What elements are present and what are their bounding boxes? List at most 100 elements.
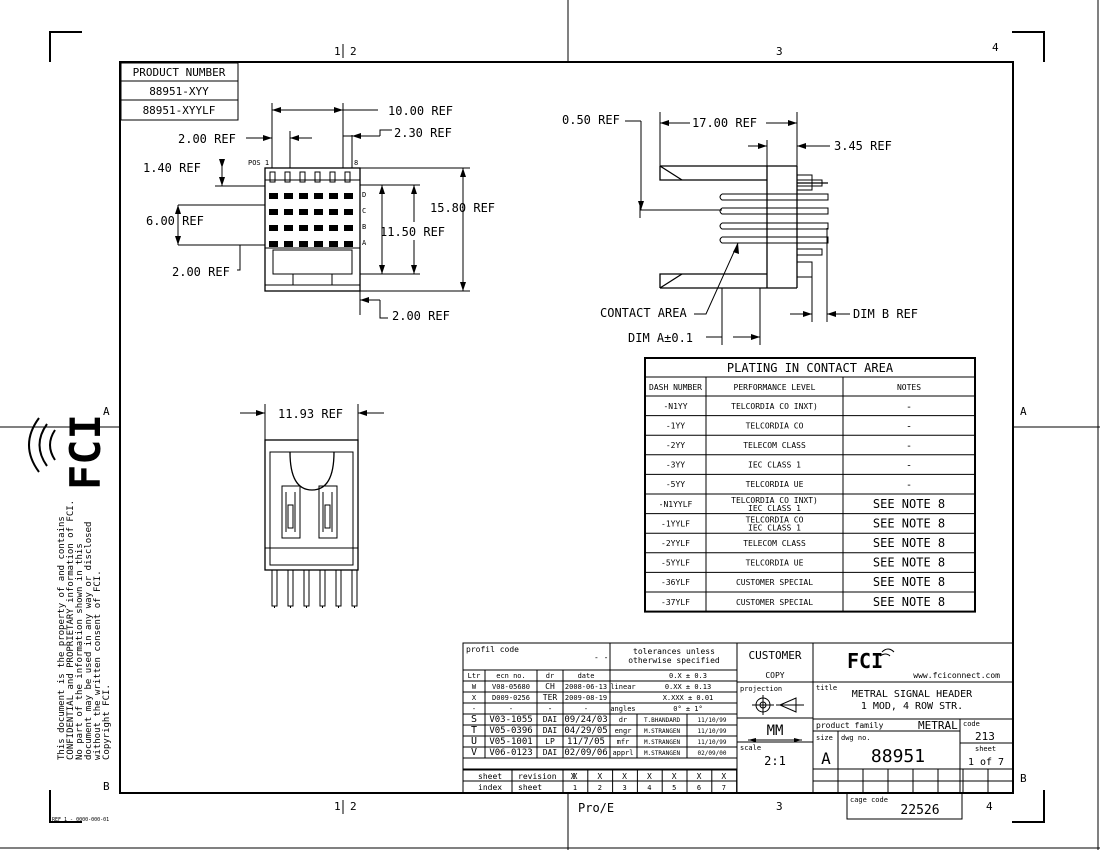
- rev-ecn: D009-0256: [492, 694, 530, 702]
- index-row-label: index: [478, 783, 502, 792]
- small-ref: REF 1 - 0000-000-01: [52, 817, 109, 823]
- projection-label: projection: [740, 685, 782, 693]
- pos1-label: POS 1: [248, 159, 269, 167]
- plating-row-perf: TELCORDIA CO: [746, 515, 804, 524]
- zone-labels: 1 2 3 4 1 2 3 4 A A B B: [103, 41, 1027, 814]
- dim-2-ref-top: 2.00 REF: [178, 132, 236, 146]
- dim-11-50-ref: 11.50 REF: [380, 225, 445, 239]
- rev-date: 11/7/05: [567, 737, 605, 747]
- profil-code-dash: - -: [594, 653, 608, 662]
- plating-row-dash: -2YYLF: [661, 539, 690, 548]
- pin-cavity: [269, 225, 278, 231]
- sheet-grid-right: [812, 769, 1014, 793]
- profil-code-label: profil code: [466, 645, 519, 654]
- side-view: 0.50 REF 17.00 REF 3.45 REF CONTACT AREA…: [562, 112, 918, 345]
- dim-11-93-ref: 11.93 REF: [278, 407, 343, 421]
- row-label-b: B: [362, 223, 366, 231]
- code-value: 213: [975, 730, 995, 743]
- rev-dr: TER: [543, 693, 558, 702]
- rev-ltr: X: [472, 694, 477, 702]
- pin-cavity: [299, 225, 308, 231]
- plating-header-dash: DASH NUMBER: [649, 383, 702, 392]
- grid-rev-cell: X: [647, 772, 652, 781]
- product-number-1: 88951-XYY: [149, 85, 209, 98]
- grid-rev-cell: X: [697, 772, 702, 781]
- website: www.fciconnect.com: [913, 671, 1000, 680]
- front-view: POS 1 8 D C B A 10.00 REF 2.00 REF 2.3: [143, 103, 495, 323]
- plating-row-perf: TELCORDIA UE: [746, 559, 804, 568]
- pin-cavity: [314, 225, 323, 231]
- rev-date: -: [584, 705, 588, 713]
- pin-cavity: [314, 193, 323, 199]
- pin-cavity: [284, 193, 293, 199]
- grid-index-cell: 7: [722, 784, 726, 792]
- rev-header: date: [578, 672, 595, 680]
- bottom-view: 11.93 REF: [240, 404, 384, 608]
- rev-ecn: -: [509, 705, 513, 713]
- rev-ltr: S: [471, 714, 477, 725]
- sig-date: 02/09/00: [698, 750, 727, 757]
- grid-rev-cell: X: [597, 772, 602, 781]
- front-view-body: [264, 167, 361, 292]
- tolerance-value: 0° ± 1°: [673, 705, 703, 713]
- plating-row-note: -: [906, 441, 912, 452]
- sheet-label: sheet: [975, 745, 996, 753]
- pin-cavity: [299, 209, 308, 215]
- rev-ecn: V08-05680: [492, 683, 530, 691]
- sig-role: dr: [619, 716, 627, 724]
- dim-2-ref-bottom: 2.00 REF: [392, 309, 450, 323]
- rev-ecn: V03-1055: [489, 715, 532, 725]
- tail-pin: [797, 179, 823, 187]
- units-label: MM: [767, 723, 784, 739]
- zone-4-top: 4: [992, 41, 999, 54]
- svg-text:This document is the property: This document is the property of and con…: [57, 516, 67, 760]
- plating-row-note: -: [906, 461, 912, 472]
- grid-index-cell: 3: [622, 784, 626, 792]
- plating-row-note: -: [906, 480, 912, 491]
- rev-ltr: T: [471, 725, 477, 736]
- plating-row-dash: -5YYLF: [661, 559, 690, 568]
- product-number-header: PRODUCT NUMBER: [133, 66, 226, 79]
- zone-1-top: 1: [334, 45, 341, 58]
- pin-cavity: [329, 225, 338, 231]
- plating-row-dash: -37YLF: [661, 598, 690, 607]
- plating-row-dash: -2YY: [666, 441, 685, 450]
- plating-row-note: -: [906, 402, 912, 413]
- plating-row-dash: -3YY: [666, 461, 685, 470]
- sig-name: T.BHANDARD: [644, 717, 681, 724]
- grid-index-cell: 4: [647, 784, 651, 792]
- plating-row-dash: -36YLF: [661, 578, 690, 587]
- title-label: title: [816, 684, 837, 692]
- zone-a-left: A: [103, 405, 110, 418]
- sig-role: apprl: [612, 749, 633, 757]
- svg-text:Copyright FCI.: Copyright FCI.: [102, 684, 112, 760]
- latch-slot: [314, 171, 321, 183]
- scale-value: 2:1: [764, 754, 786, 768]
- plating-header-notes: NOTES: [897, 383, 921, 392]
- dwg-label: dwg no.: [841, 734, 871, 742]
- pin-cavity: [329, 209, 338, 215]
- disclaimer: This document is the property of and con…: [57, 500, 112, 760]
- svg-text:No part of the information sho: No part of the information shown in this: [75, 543, 85, 760]
- grid-index-cell: 2: [598, 784, 602, 792]
- rev-header: dr: [546, 672, 554, 680]
- dim-6-ref: 6.00 REF: [146, 214, 204, 228]
- plating-row-dash: -5YY: [666, 480, 685, 489]
- tail-pin: [287, 569, 294, 607]
- rev-dr: CH: [545, 682, 555, 691]
- pin-cavity: [344, 225, 353, 231]
- rev-date: 09/24/03: [564, 715, 607, 725]
- dim-2-ref-left: 2.00 REF: [172, 265, 230, 279]
- rev-dr: -: [548, 704, 553, 713]
- plating-row-dash: -N1YYLF: [659, 500, 693, 509]
- size-label: size: [816, 734, 833, 742]
- rev-ltr: -: [472, 705, 476, 713]
- fci-logo-left: FCI: [28, 414, 110, 490]
- latch-slot: [344, 171, 351, 183]
- zone-1-bottom: 1: [334, 800, 341, 813]
- dim-1-40-ref: 1.40 REF: [143, 161, 201, 175]
- svg-text:without the written consent of: without the written consent of FCI.: [93, 570, 103, 760]
- zone-4-bottom: 4: [986, 800, 993, 813]
- copy-label: COPY: [765, 671, 784, 680]
- dim-3-45-ref: 3.45 REF: [834, 139, 892, 153]
